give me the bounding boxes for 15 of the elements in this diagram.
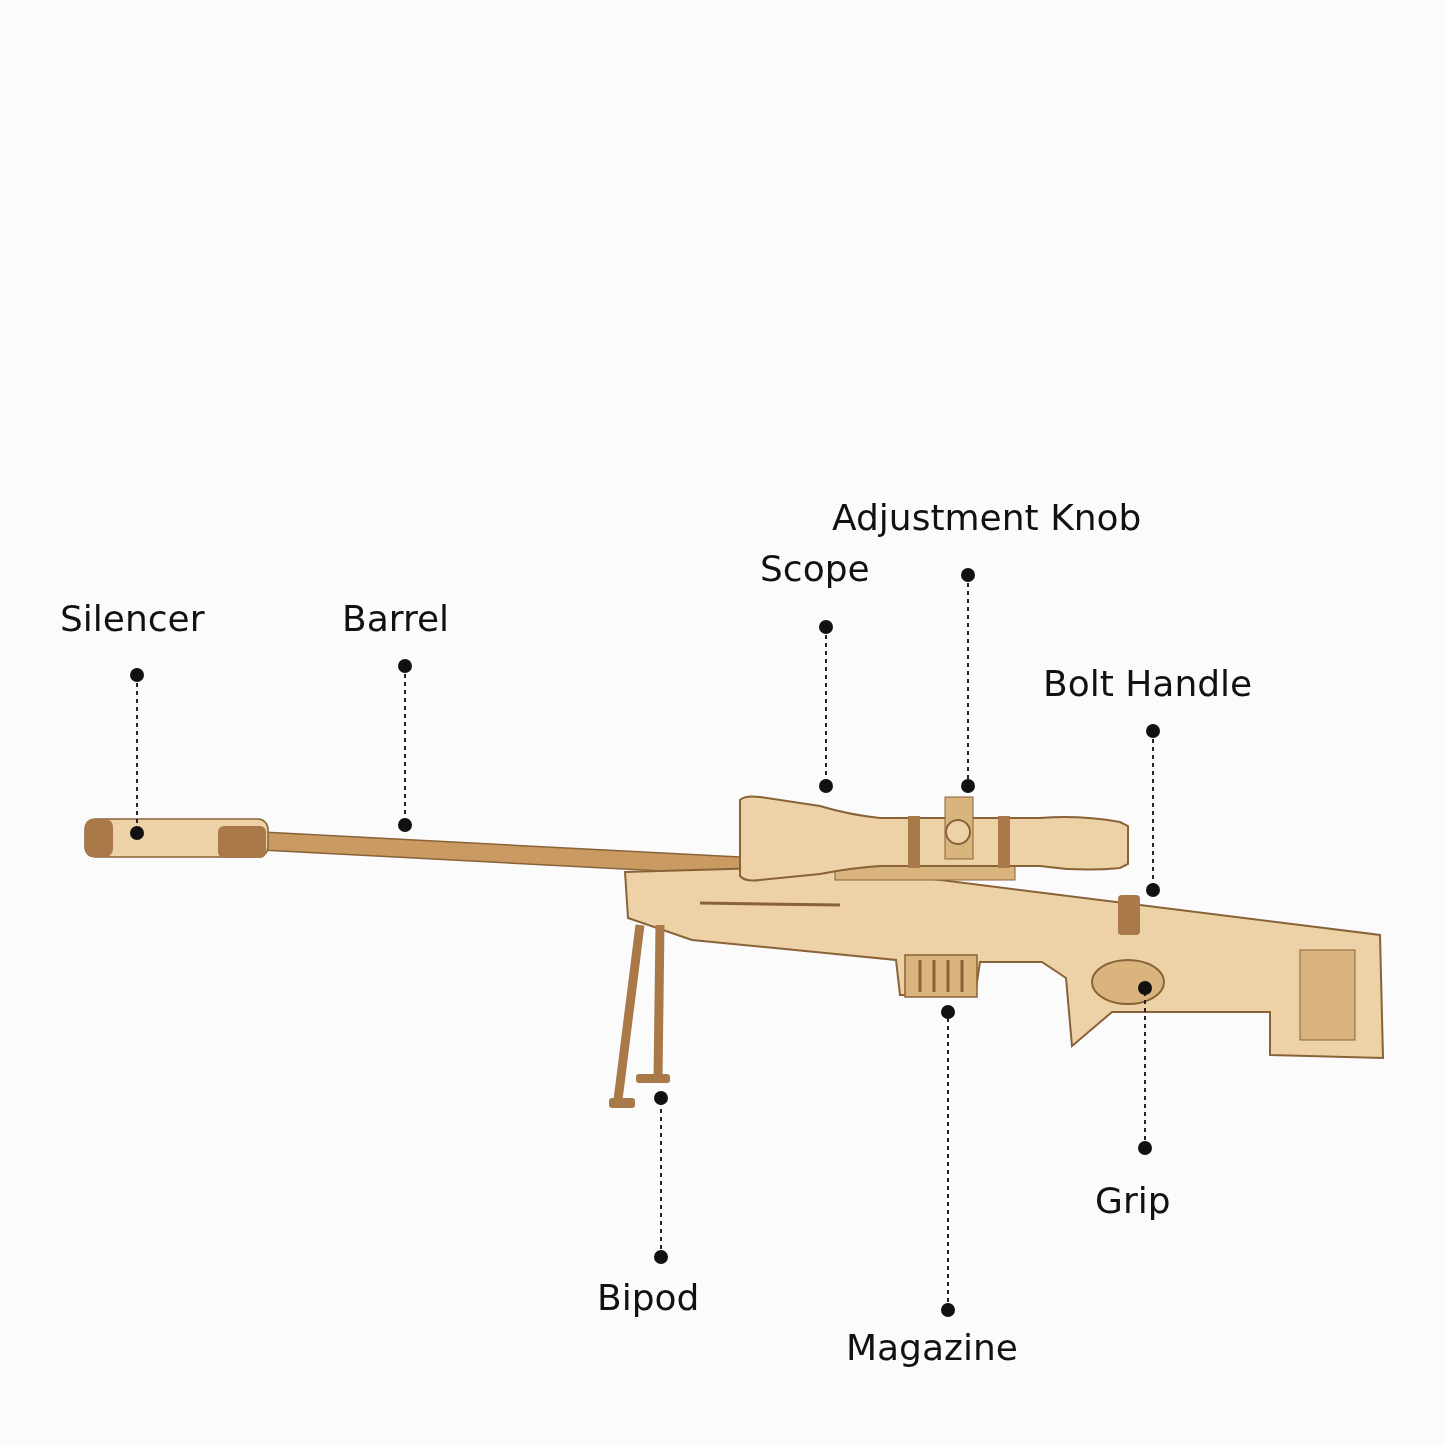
part-label: Bipod	[597, 1257, 700, 1319]
part-label: Barrel	[342, 598, 450, 666]
part-label: Scope	[760, 548, 870, 627]
part-label: Bolt Handle	[1043, 663, 1253, 731]
leader-line	[941, 1005, 955, 1317]
leader-line	[398, 659, 412, 832]
leader-line	[961, 568, 975, 793]
leader-line	[819, 620, 833, 793]
part-label: Grip	[1095, 1148, 1171, 1222]
leader-line	[130, 668, 144, 840]
part-label: Silencer	[60, 598, 205, 675]
leader-line	[1146, 724, 1160, 897]
part-label: Magazine	[846, 1310, 1018, 1369]
leader-line	[1138, 981, 1152, 1155]
leader-line	[654, 1091, 668, 1264]
